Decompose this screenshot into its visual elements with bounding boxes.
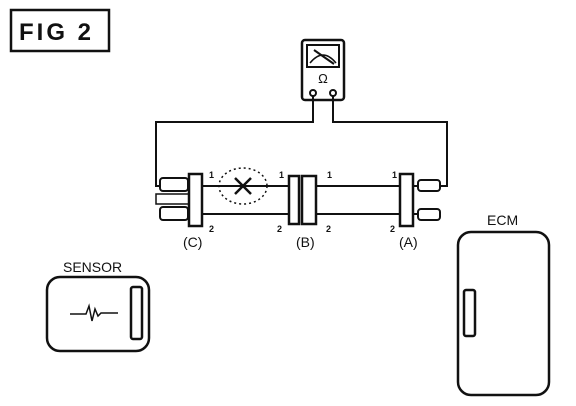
pin-b-2a: 2 bbox=[277, 224, 282, 234]
ecm-label: ECM bbox=[487, 212, 518, 228]
connector-a bbox=[398, 172, 441, 228]
ohmmeter-icon: Ω bbox=[300, 38, 346, 102]
figure-title-box: FIG 2 bbox=[9, 8, 111, 53]
ecm-unit: ECM bbox=[456, 212, 551, 397]
sensor-waveform-icon bbox=[70, 303, 118, 322]
connector-c-label: (C) bbox=[183, 234, 202, 250]
pin-b-2b: 2 bbox=[326, 224, 331, 234]
figure-title: FIG 2 bbox=[19, 19, 94, 46]
meter-leads bbox=[155, 96, 448, 187]
pin-a-1: 1 bbox=[392, 170, 397, 180]
pin-c-2: 2 bbox=[209, 224, 214, 234]
connector-a-label: (A) bbox=[399, 234, 418, 250]
connector-b-label: (B) bbox=[296, 234, 315, 250]
ohm-symbol: Ω bbox=[318, 71, 328, 86]
sensor-unit: SENSOR bbox=[45, 259, 151, 353]
sensor-label: SENSOR bbox=[63, 259, 122, 275]
pin-a-2: 2 bbox=[390, 224, 395, 234]
pin-b-1b: 1 bbox=[327, 170, 332, 180]
pin-b-1a: 1 bbox=[279, 170, 284, 180]
open-circuit-icon bbox=[218, 167, 268, 205]
connector-b bbox=[287, 174, 318, 226]
connector-c bbox=[155, 172, 204, 228]
pin-c-1: 1 bbox=[209, 170, 214, 180]
